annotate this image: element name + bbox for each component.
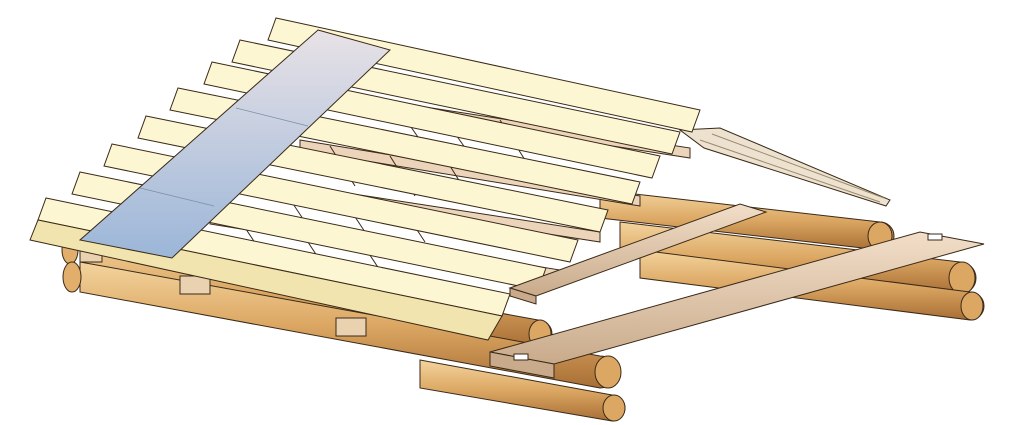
cross-beams [489,203,985,379]
roofing-felt [78,29,391,259]
far-roof-slope [678,127,891,207]
